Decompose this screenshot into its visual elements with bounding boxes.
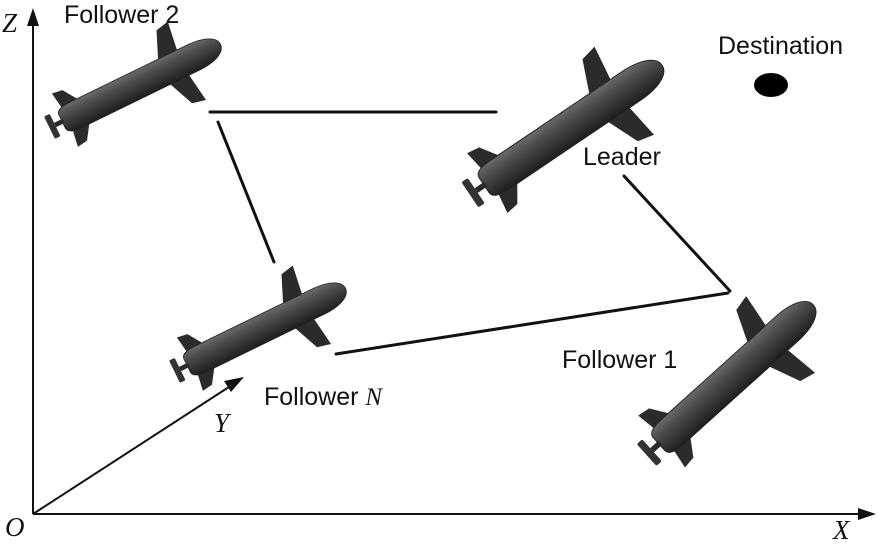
- auv-icon: [611, 266, 849, 494]
- axis-label-z: Z: [2, 8, 18, 38]
- destination-marker: [754, 73, 788, 97]
- label-follower-n-index: N: [365, 384, 383, 411]
- label-follower-2: Follower 2: [64, 1, 180, 29]
- auv-icon: [29, 4, 241, 168]
- y-axis: [32, 384, 233, 515]
- coordinate-axes: [27, 8, 876, 520]
- label-follower-n-prefix: Follower: [264, 383, 366, 411]
- label-follower-n: Follower N: [264, 383, 383, 411]
- auv-icon: [439, 20, 693, 240]
- label-leader: Leader: [583, 143, 661, 171]
- link-leader-follower1: [622, 174, 732, 293]
- axis-label-origin: O: [5, 512, 25, 542]
- formation-links: [208, 110, 732, 356]
- label-destination: Destination: [718, 32, 844, 60]
- x-axis-arrowhead: [858, 508, 876, 520]
- link-follower2-followerN: [216, 120, 276, 264]
- label-follower-1: Follower 1: [562, 346, 678, 374]
- link-follower1-followerN: [334, 291, 730, 356]
- z-axis-arrowhead: [27, 8, 39, 26]
- axis-label-y: Y: [214, 408, 230, 438]
- axis-label-x: X: [833, 515, 850, 545]
- y-axis-arrowhead: [224, 377, 244, 392]
